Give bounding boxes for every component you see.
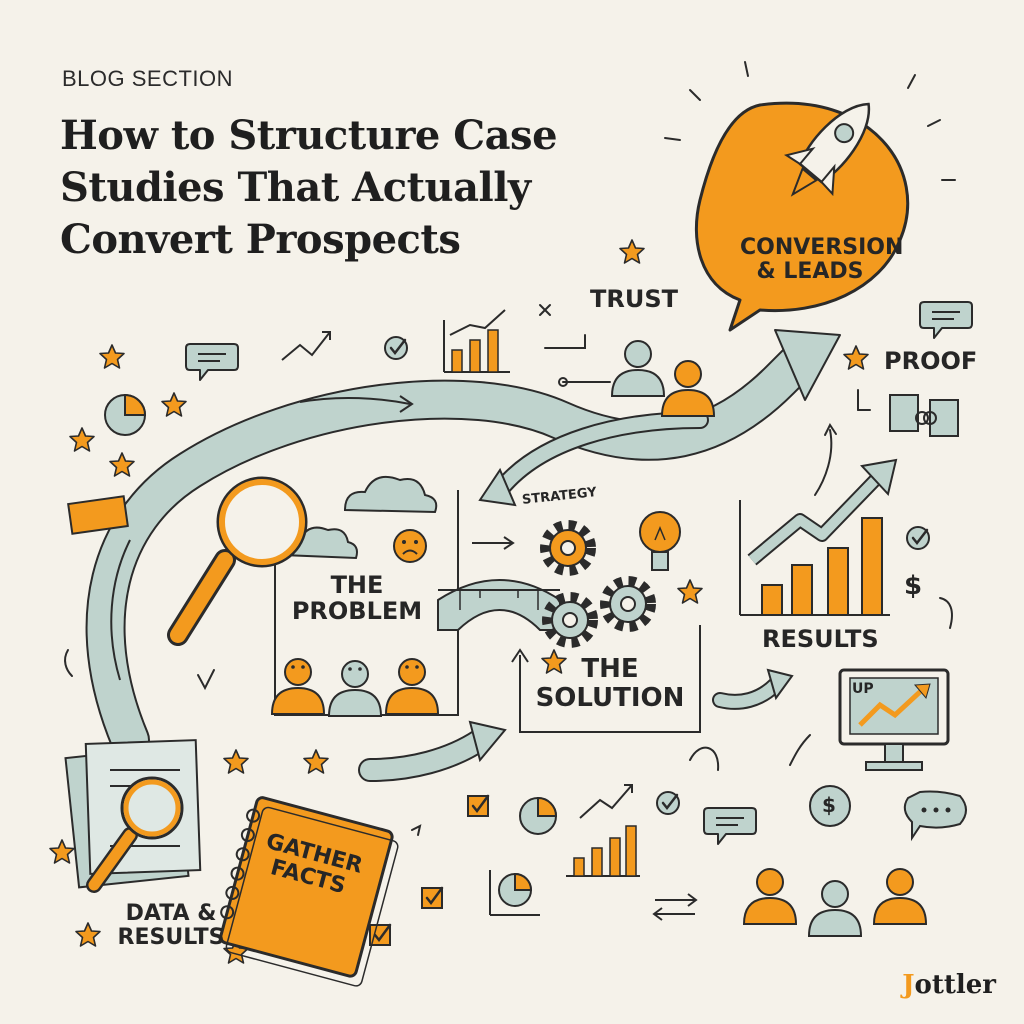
solution-label-line: THE <box>581 654 639 684</box>
star-icon <box>843 345 869 370</box>
unhappy-people-icon <box>271 658 439 717</box>
document-icon <box>889 394 959 437</box>
gear-icon <box>546 526 590 570</box>
check-icon <box>905 525 931 551</box>
team-person-icon <box>743 868 797 925</box>
bottom-arrow <box>358 720 507 782</box>
check-icon <box>655 790 681 816</box>
check-icon <box>383 335 409 361</box>
conversion-label-line: & LEADS <box>756 259 864 285</box>
title-line: How to Structure Case <box>60 112 558 159</box>
brand-name: ottler <box>914 970 996 1000</box>
coin-dollar-label: $ <box>822 793 836 817</box>
notebook-icon <box>219 796 399 987</box>
trust-person-icon <box>661 360 715 417</box>
brand-logo: Jottler <box>902 970 996 1000</box>
gear-icon <box>606 582 650 626</box>
pie-chart-icon <box>489 870 540 916</box>
conversion-bubble <box>694 101 910 332</box>
magnifier-icon <box>167 476 308 646</box>
dollar-bill-icon <box>67 495 129 535</box>
arrow-icon <box>472 536 515 550</box>
check-icon <box>466 794 490 818</box>
star-icon <box>161 392 187 417</box>
star-icon <box>99 344 125 369</box>
results-arrow <box>712 668 794 710</box>
results-label: RESULTS <box>762 625 879 653</box>
trust-label: TRUST <box>590 285 678 313</box>
return-arrow <box>478 411 709 507</box>
team-person-icon <box>808 880 862 937</box>
solution-label-line: SOLUTION <box>535 682 685 713</box>
page-title: How to Structure Case Studies That Actua… <box>60 110 620 266</box>
results-bar-chart-icon <box>739 458 898 616</box>
sad-face-icon <box>393 529 427 563</box>
problem-label-line: THE <box>330 571 384 599</box>
journey-path <box>85 329 841 760</box>
solution-label: THE SOLUTION <box>530 655 690 712</box>
data-results-label-line: RESULTS <box>117 925 225 951</box>
conversion-label: CONVERSION & LEADS <box>740 235 904 285</box>
trend-arrow-icon <box>579 784 633 819</box>
rocket-icon <box>783 102 871 197</box>
chat-bubble-icon <box>703 807 757 845</box>
check-icon <box>420 886 444 910</box>
monitor-up-label: UP <box>852 681 874 697</box>
solution-box <box>511 625 701 733</box>
bridge-icon <box>437 579 561 631</box>
lightbulb-icon <box>639 511 681 571</box>
title-line: Convert Prospects <box>60 216 461 263</box>
star-icon <box>677 579 703 604</box>
doodle-arrows <box>64 304 953 836</box>
star-icon <box>109 452 135 477</box>
star-icon <box>75 922 101 947</box>
title-line: Studies That Actually <box>60 164 531 211</box>
monitor-icon <box>838 668 950 771</box>
chat-bubble-icon <box>919 301 973 339</box>
pie-chart-icon <box>104 393 147 436</box>
dollar-icon: $ <box>904 571 923 601</box>
cloud-icon <box>281 476 438 560</box>
bar-chart-icon <box>443 309 510 373</box>
trust-person-icon <box>611 340 665 397</box>
star-icon <box>223 749 249 774</box>
star-icon <box>619 239 645 264</box>
conversion-label-line: CONVERSION <box>740 235 904 260</box>
chat-bubble-icon <box>185 343 239 381</box>
problem-label: THE PROBLEM <box>282 572 432 625</box>
dots-bubble-icon <box>903 790 967 842</box>
pie-chart-icon <box>519 796 558 835</box>
magnifier-icon <box>86 776 184 893</box>
star-icon <box>69 427 95 452</box>
proof-label: PROOF <box>884 347 978 375</box>
bubble-sparks <box>664 61 956 181</box>
dollar-coin-icon <box>809 785 851 827</box>
brand-initial: J <box>902 970 915 1000</box>
exchange-arrows-icon <box>652 893 698 921</box>
star-icon <box>49 839 75 864</box>
bar-chart-icon <box>566 825 640 877</box>
data-results-label: DATA & RESULTS <box>116 901 226 951</box>
section-eyebrow: BLOG SECTION <box>62 66 234 91</box>
data-results-label-line: DATA & <box>125 901 217 926</box>
star-icon <box>303 749 329 774</box>
problem-label-line: PROBLEM <box>291 597 423 626</box>
team-person-icon <box>873 868 927 925</box>
trend-arrow-icon <box>281 331 331 361</box>
